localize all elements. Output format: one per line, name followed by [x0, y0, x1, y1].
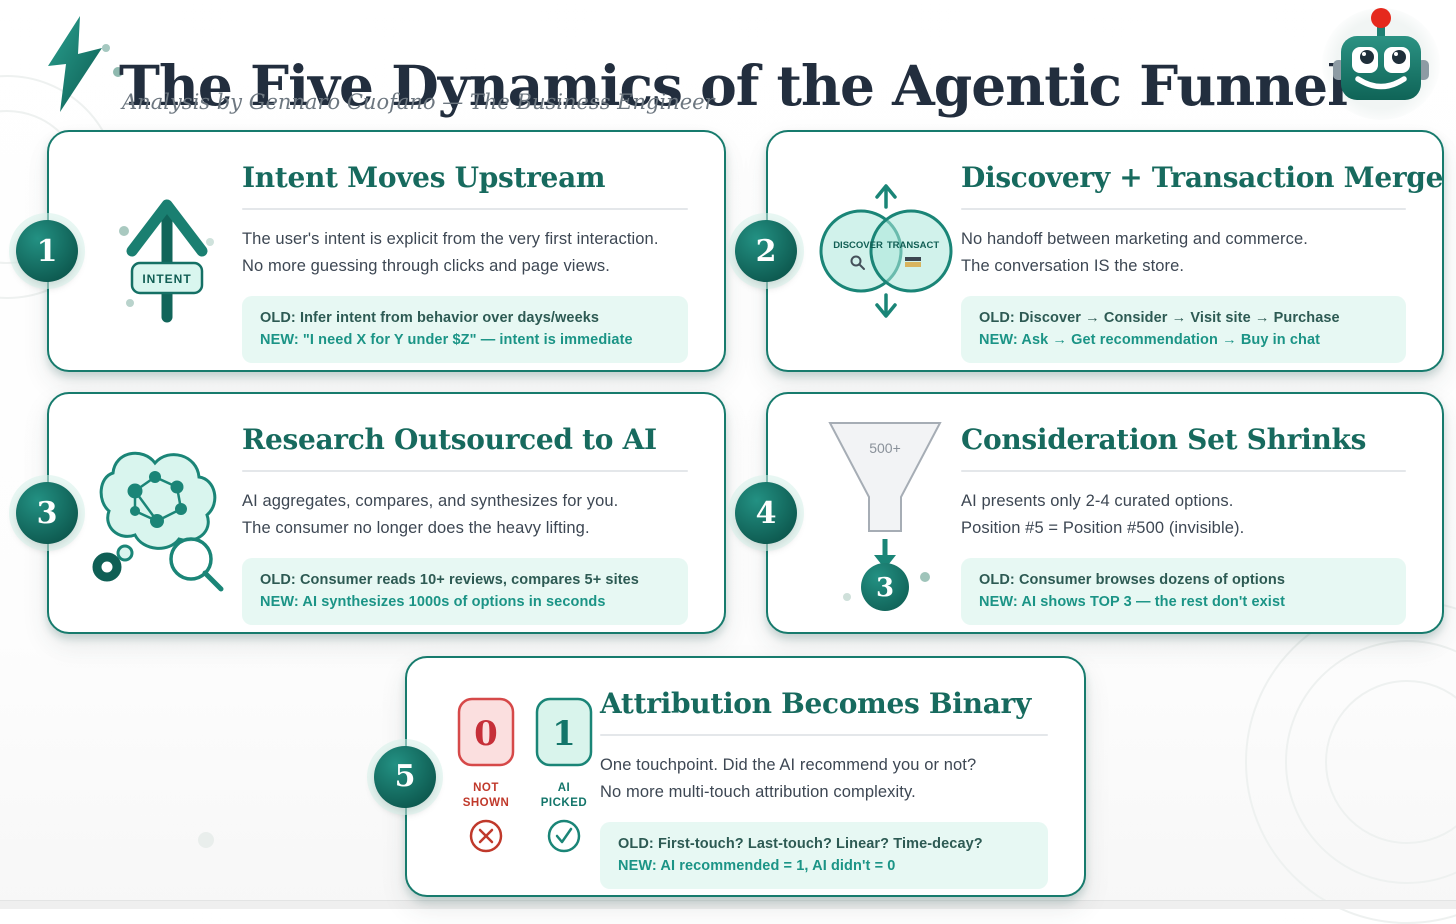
card-research-outsourced-to-ai: 3 Research Outsourced to AI AI agg [16, 392, 726, 634]
divider [600, 734, 1048, 736]
card-4-number-badge: 4 [735, 482, 797, 544]
card-3-title: Research Outsourced to AI [242, 423, 657, 456]
card-2-old-line: OLD: Discover → Consider → Visit site → … [979, 310, 1340, 326]
magnifier-glyph [850, 255, 865, 270]
card-2-title: Discovery + Transaction Merge [961, 161, 1444, 194]
divider [242, 470, 688, 472]
card-5-old-new-panel: OLD: First-touch? Last-touch? Linear? Ti… [600, 822, 1048, 889]
venn-right-label: TRANSACT [887, 240, 939, 251]
zero-box-label: 0 [474, 714, 498, 754]
card-5-old-line: OLD: First-touch? Last-touch? Linear? Ti… [618, 836, 983, 852]
binary-attribution-icon: 0 1 NOT SHOWN AI PICKED [449, 693, 601, 861]
card-3-body-line2: The consumer no longer does the heavy li… [242, 519, 590, 537]
card-1-new-line: NEW: "I need X for Y under $Z" — intent … [260, 332, 633, 348]
card-5-title: Attribution Becomes Binary [600, 687, 1031, 720]
one-box-label: 1 [552, 714, 576, 754]
card-5-number: 5 [394, 759, 416, 794]
card-4-body-line1: AI presents only 2-4 curated options. [961, 492, 1234, 510]
card-3-old-line: OLD: Consumer reads 10+ reviews, compare… [260, 572, 639, 588]
card-2-body-line2: The conversation IS the store. [961, 257, 1185, 275]
funnel-top-label: 500+ [869, 440, 901, 456]
card-1-body-line1: The user's intent is explicit from the v… [242, 230, 659, 248]
card-5-body-line2: No more multi-touch attribution complexi… [600, 783, 916, 801]
ai-picked-caption-2: PICKED [541, 797, 587, 809]
card-2-number: 2 [755, 233, 777, 269]
ai-picked-caption-1: AI [558, 782, 571, 794]
upstream-arrow-icon: INTENT [91, 175, 243, 327]
x-circle-icon [469, 819, 503, 852]
card-1-number: 1 [36, 233, 58, 269]
card-attribution-becomes-binary: 5 0 1 NOT SHOWN AI PICKED Attribution Be… [374, 656, 1086, 897]
card-5-new-line: NEW: AI recommended = 1, AI didn't = 0 [618, 858, 896, 874]
venn-left-label: DISCOVER [833, 240, 883, 251]
card-1-old-line: OLD: Infer intent from behavior over day… [260, 310, 600, 326]
card-discovery-transaction-merge: 2 DISCOVER TRANSACT Discovery + Transact… [735, 130, 1444, 372]
card-5-body-line1: One touchpoint. Did the AI recommend you… [600, 756, 977, 774]
card-2-old-new-panel: OLD: Discover → Consider → Visit site → … [961, 296, 1406, 363]
card-4-number: 4 [755, 495, 777, 531]
card-1-number-badge: 1 [16, 220, 78, 282]
card-1-old-new-panel: OLD: Infer intent from behavior over day… [242, 296, 688, 363]
card-glyph [905, 257, 921, 267]
lightning-bolt-icon [40, 14, 140, 118]
card-3-number: 3 [36, 495, 58, 531]
intent-badge-label: INTENT [142, 272, 191, 286]
thought-cloud-network-icon [91, 429, 243, 597]
card-4-title: Consideration Set Shrinks [961, 423, 1367, 456]
divider [961, 470, 1406, 472]
divider [242, 208, 688, 210]
background-dot [198, 832, 214, 848]
venn-diagram-icon: DISCOVER TRANSACT [810, 177, 962, 325]
card-3-number-badge: 3 [16, 482, 78, 544]
card-1-body-line2: No more guessing through clicks and page… [242, 257, 610, 275]
card-consideration-set-shrinks: 4 500+ 3 Consideration Set Shrinks AI pr… [735, 392, 1444, 634]
card-2-number-badge: 2 [735, 220, 797, 282]
card-4-new-line: NEW: AI shows TOP 3 — the rest don't exi… [979, 594, 1286, 610]
page-title: The Five Dynamics of the Agentic Funnel [119, 52, 1348, 118]
bottom-edge-strip [0, 900, 1456, 909]
check-circle-icon [547, 819, 581, 852]
page-subtitle: Analysis by Gennaro Cuofano — The Busine… [122, 90, 715, 114]
funnel-result-label: 3 [876, 573, 894, 603]
card-3-old-new-panel: OLD: Consumer reads 10+ reviews, compare… [242, 558, 688, 625]
funnel-icon: 500+ 3 [810, 415, 962, 611]
card-2-new-line: NEW: Ask → Get recommendation → Buy in c… [979, 332, 1321, 348]
card-3-new-line: NEW: AI synthesizes 1000s of options in … [260, 594, 606, 610]
card-2-body-line1: No handoff between marketing and commerc… [961, 230, 1308, 248]
divider [961, 208, 1406, 210]
card-1-title: Intent Moves Upstream [242, 161, 606, 194]
card-3-body-line1: AI aggregates, compares, and synthesizes… [242, 492, 619, 510]
card-5-number-badge: 5 [374, 745, 436, 808]
robot-icon [1333, 6, 1429, 116]
card-4-old-line: OLD: Consumer browses dozens of options [979, 572, 1285, 588]
card-4-old-new-panel: OLD: Consumer browses dozens of options … [961, 558, 1406, 625]
card-4-body-line2: Position #5 = Position #500 (invisible). [961, 519, 1245, 537]
not-shown-caption-1: NOT [473, 782, 499, 794]
card-intent-moves-upstream: 1 INTENT Intent Moves Upstream The user'… [16, 130, 726, 372]
not-shown-caption-2: SHOWN [463, 797, 510, 809]
background-rings-bottom-right-3 [1245, 600, 1456, 924]
